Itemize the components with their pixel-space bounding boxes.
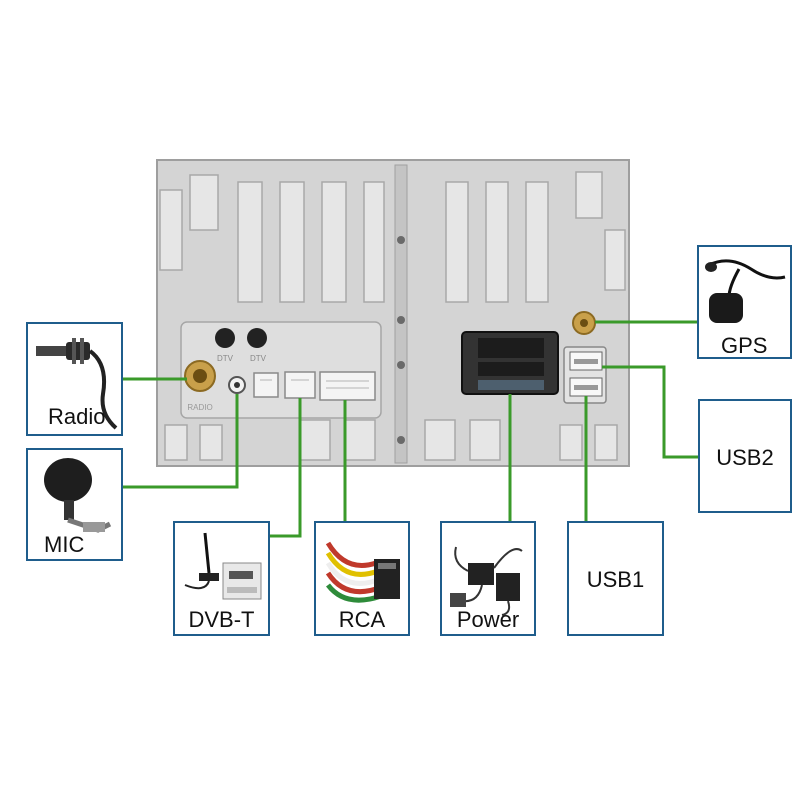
rca-label: RCA	[316, 607, 408, 633]
power-box: Power	[440, 521, 536, 636]
power-label: Power	[442, 607, 534, 633]
radio-port-label: RADIO	[187, 403, 212, 412]
dtv-port-label-2: DTV	[250, 354, 267, 363]
dvbt-box: DVB-T	[173, 521, 270, 636]
rca-box: RCA	[314, 521, 410, 636]
mic-label: MIC	[28, 532, 121, 558]
radio-box: Radio	[26, 322, 123, 436]
gps-box: GPS	[697, 245, 792, 359]
usb2-box: USB2	[698, 399, 792, 513]
mic-box: MIC	[26, 448, 123, 561]
usb1-label: USB1	[569, 567, 662, 593]
head-unit-rear-panel: DTV DTV RADIO	[157, 160, 629, 466]
dtv-port-label-1: DTV	[217, 354, 234, 363]
radio-label: Radio	[28, 404, 121, 430]
dvbt-label: DVB-T	[175, 607, 268, 633]
gps-label: GPS	[699, 333, 790, 359]
usb2-label: USB2	[700, 445, 790, 471]
usb1-box: USB1	[567, 521, 664, 636]
